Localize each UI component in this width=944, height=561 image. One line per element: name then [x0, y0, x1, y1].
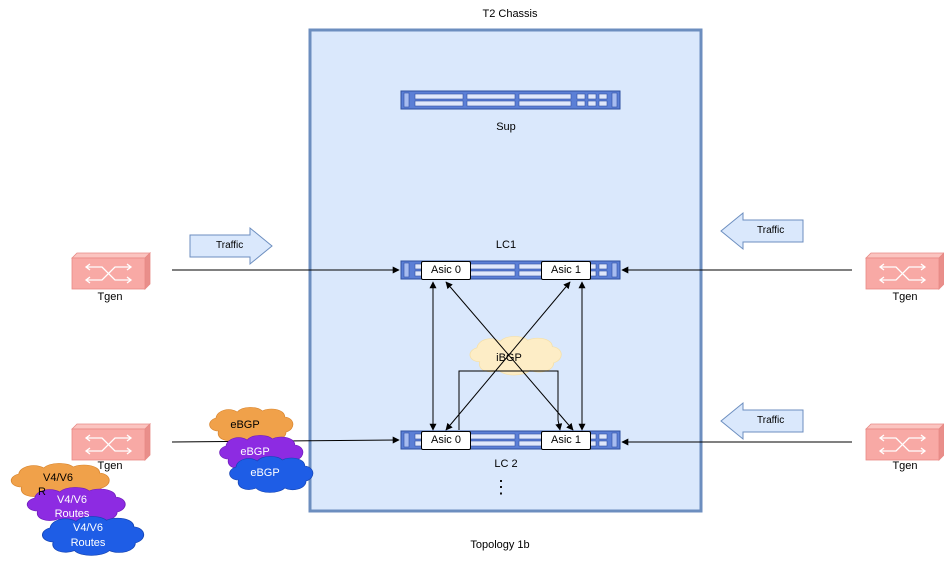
tgen-right-top	[865, 252, 944, 290]
link-lc2-loop	[458, 370, 563, 431]
sup-label: Sup	[496, 121, 516, 133]
routes-blue-line2: Routes	[70, 537, 106, 549]
lc1-label: LC1	[495, 239, 517, 251]
lc1-asic1: Asic 1	[541, 261, 591, 280]
routes-purple-line1: V4/V6	[57, 494, 87, 506]
traffic-label-right-top: Traffic	[757, 225, 785, 236]
routes-orange-line1: V4/V6	[43, 472, 73, 484]
ebgp-label-orange: eBGP	[230, 419, 260, 431]
traffic-label-right-bottom: Traffic	[757, 415, 785, 426]
traffic-label-left-top: Traffic	[216, 240, 244, 251]
ebgp-label-blue: eBGP	[250, 467, 280, 479]
routes-purple-line2: Routes	[54, 508, 90, 520]
sup-device	[400, 90, 621, 110]
tgen-left-bottom	[71, 423, 151, 461]
lc2-label: LC 2	[494, 458, 518, 470]
tgen-right-top-label: Tgen	[892, 291, 918, 303]
tgen-left-top-label: Tgen	[97, 291, 123, 303]
lc2-asic0: Asic 0	[421, 431, 471, 450]
ibgp-links	[429, 281, 586, 431]
link-lc1a1-lc2a0	[445, 281, 571, 431]
tgen-right-bottom	[865, 423, 944, 461]
diagram-caption: Topology 1b	[470, 539, 530, 551]
ellipsis-more-cards: ⋮	[492, 477, 510, 497]
lc1-asic0: Asic 0	[421, 261, 471, 280]
lc2-asic1: Asic 1	[541, 431, 591, 450]
routes-blue-line1: V4/V6	[73, 522, 103, 534]
tgen-left-bottom-label: Tgen	[97, 460, 123, 472]
tgen-left-top	[71, 252, 151, 290]
tgen-right-bottom-label: Tgen	[892, 460, 918, 472]
traffic-links	[171, 266, 852, 446]
chassis-title: T2 Chassis	[482, 8, 538, 20]
ebgp-label-purple: eBGP	[240, 446, 270, 458]
routes-orange-partial: R	[38, 486, 46, 498]
ibgp-label: iBGP	[496, 352, 522, 364]
